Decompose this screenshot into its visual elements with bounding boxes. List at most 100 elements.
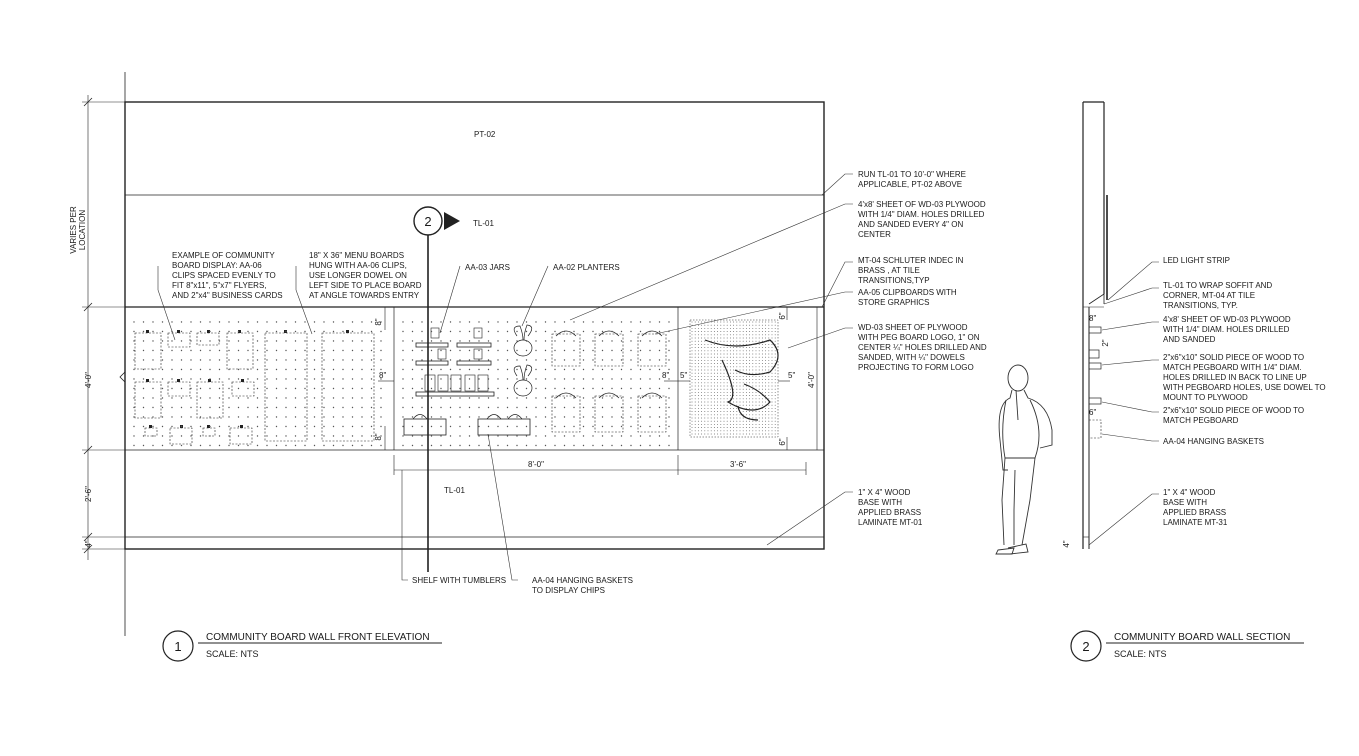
peg-hole <box>761 427 763 429</box>
peg-hole <box>749 321 751 323</box>
note-line: AA-05 CLIPBOARDS WITH <box>858 288 957 297</box>
title-text: COMMUNITY BOARD WALL FRONT ELEVATION <box>206 632 430 643</box>
peg-hole <box>161 406 164 409</box>
peg-hole <box>752 407 754 409</box>
peg-hole <box>720 388 722 390</box>
peg-hole <box>582 359 585 361</box>
peg-hole <box>701 324 703 326</box>
note-line: 18" X 36" MENU BOARDS <box>309 251 404 260</box>
peg-hole <box>691 321 693 323</box>
peg-hole <box>701 404 703 406</box>
peg-hole <box>752 343 754 345</box>
peg-hole <box>761 347 763 349</box>
peg-hole <box>701 414 703 416</box>
peg-hole <box>697 427 699 429</box>
peg-hole <box>294 330 297 333</box>
peg-hole <box>449 378 452 380</box>
label-tl01-top: TL-01 <box>473 219 494 228</box>
peg-hole <box>771 375 773 377</box>
peg-hole <box>247 444 249 447</box>
peg-hole <box>535 425 537 428</box>
peg-hole <box>733 334 735 336</box>
peg-hole <box>180 321 183 323</box>
peg-hole <box>720 417 722 419</box>
peg-hole <box>380 387 382 390</box>
peg-hole <box>771 327 773 329</box>
peg-hole <box>701 340 703 342</box>
peg-hole <box>768 369 770 371</box>
peg-hole <box>774 369 776 371</box>
peg-hole <box>729 433 731 435</box>
peg-hole <box>774 356 776 358</box>
note-line: 1" X 4" WOOD <box>858 488 911 497</box>
peg-hole <box>726 423 728 425</box>
peg-hole <box>729 417 731 419</box>
peg-hole <box>421 368 423 371</box>
peg-hole <box>275 330 278 333</box>
peg-hole <box>630 330 632 333</box>
peg-hole <box>582 330 585 333</box>
peg-hole <box>487 425 490 428</box>
dim-4ft-right: 4'-0" <box>807 372 816 388</box>
peg-hole <box>720 327 722 329</box>
peg-hole <box>761 388 763 390</box>
peg-hole <box>430 330 433 333</box>
peg-hole <box>649 435 651 437</box>
peg-hole <box>717 363 719 365</box>
peg-hole <box>601 330 604 333</box>
peg-hole <box>774 423 776 425</box>
peg-hole <box>411 359 414 361</box>
peg-hole <box>161 321 164 323</box>
peg-hole <box>694 391 696 393</box>
peg-hole <box>516 406 518 409</box>
peg-hole <box>275 378 278 380</box>
peg-hole <box>468 349 471 352</box>
peg-hole <box>745 430 747 432</box>
note-jars: AA-03 JARS <box>465 263 510 272</box>
peg-hole <box>630 444 632 447</box>
peg-hole <box>459 425 461 428</box>
peg-hole <box>713 379 715 381</box>
peg-hole <box>544 349 547 352</box>
peg-hole <box>765 420 767 422</box>
peg-hole <box>285 349 287 352</box>
peg-hole <box>668 406 670 409</box>
peg-hole <box>639 359 642 361</box>
peg-hole <box>755 372 757 374</box>
peg-hole <box>710 363 712 365</box>
peg-hole <box>720 366 722 368</box>
peg-hole <box>133 444 135 447</box>
peg-hole <box>765 388 767 390</box>
peg-hole <box>180 406 183 409</box>
peg-hole <box>707 375 709 377</box>
peg-hole <box>691 407 693 409</box>
peg-hole <box>266 349 268 352</box>
title-block-section: 2 COMMUNITY BOARD WALL SECTION SCALE: NT… <box>1070 630 1304 662</box>
peg-hole <box>742 334 744 336</box>
peg-hole <box>247 368 249 371</box>
peg-hole <box>266 406 268 409</box>
peg-hole <box>563 330 566 333</box>
peg-hole <box>275 406 278 409</box>
peg-hole <box>752 350 754 352</box>
peg-hole <box>142 387 145 390</box>
peg-hole <box>351 406 354 409</box>
peg-hole <box>361 435 363 437</box>
peg-hole <box>713 372 715 374</box>
peg-hole <box>758 375 760 377</box>
peg-hole <box>256 359 259 361</box>
peg-hole <box>694 334 696 336</box>
peg-hole <box>266 397 268 399</box>
peg-hole <box>749 423 751 425</box>
peg-hole <box>247 387 249 390</box>
peg-hole <box>742 430 744 432</box>
peg-hole <box>694 353 696 355</box>
peg-hole <box>266 368 268 371</box>
peg-hole <box>691 343 693 345</box>
peg-hole <box>771 411 773 413</box>
peg-hole <box>736 334 738 336</box>
peg-hole <box>720 382 722 384</box>
peg-hole <box>697 414 699 416</box>
peg-hole <box>742 385 744 387</box>
peg-hole <box>449 406 452 409</box>
